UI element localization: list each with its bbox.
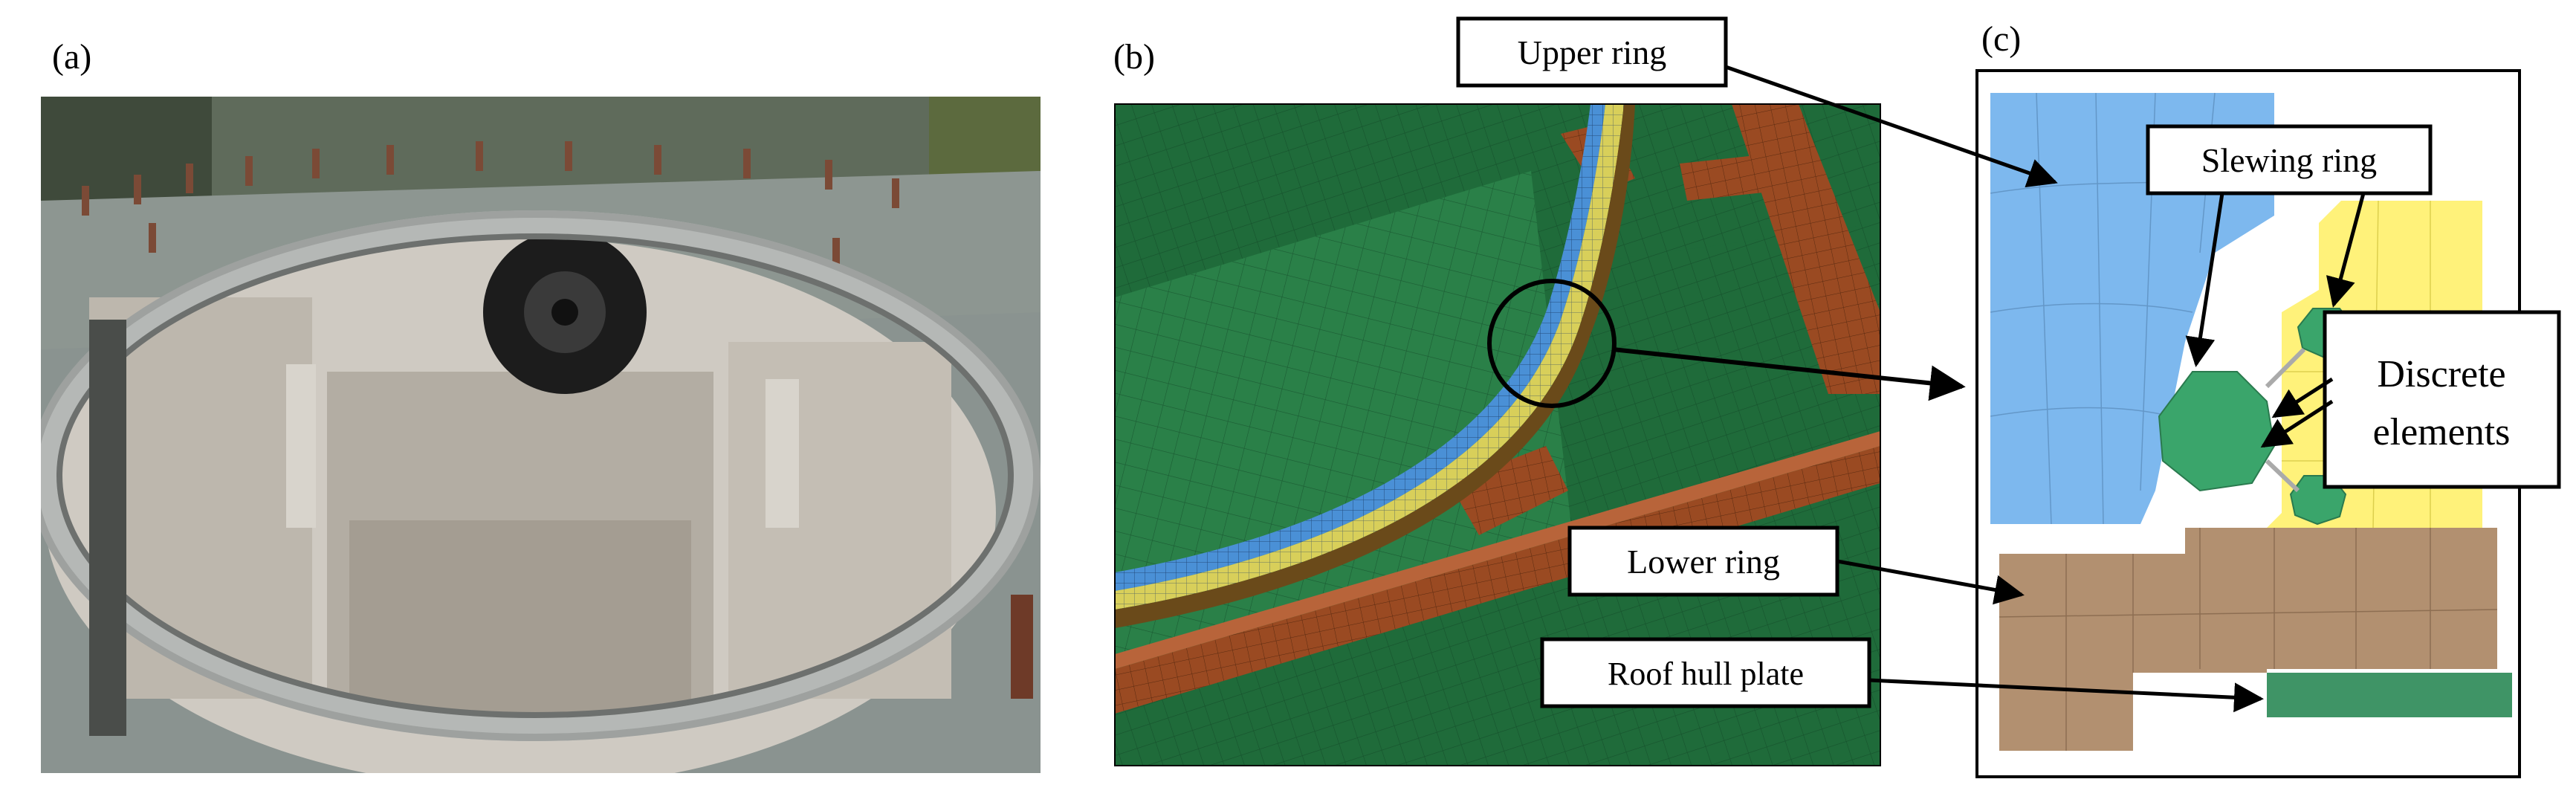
lower-ring-section: [1999, 528, 2497, 751]
upper-ring-label-box: [1456, 16, 1728, 88]
zoom-circle: [1487, 279, 1617, 408]
discrete-elements-label-line2: elements: [2373, 411, 2511, 453]
panel-label-b: (b): [1113, 37, 1155, 77]
discrete-element-large: [2158, 371, 2276, 492]
roof-hull-plate-arrow: [1868, 678, 2264, 713]
discrete-elements-label-box: [2323, 310, 2561, 489]
roof-hull-plate-section: [2267, 673, 2512, 717]
slewing-ring-arrow-2: [2326, 193, 2366, 308]
lower-ring-label-box: [1567, 526, 1839, 597]
discrete-elements-arrow-1: [2271, 377, 2334, 418]
photo-turret-ring: [41, 97, 1041, 773]
discrete-elements-label-line1: Discrete: [2377, 353, 2505, 395]
upper-ring-label: Upper ring: [1518, 33, 1667, 71]
panel-label-c: (c): [1981, 19, 2021, 59]
slewing-ring-label-box: [2146, 124, 2433, 195]
roof-hull-plate-label-box: [1540, 637, 1871, 708]
panel-label-a: (a): [52, 37, 91, 77]
lower-ring-label: Lower ring: [1627, 543, 1780, 581]
slewing-ring-arrow-1: [2185, 193, 2224, 367]
zoom-arrow: [1612, 347, 1966, 401]
upper-ring-arrow: [1725, 65, 2058, 187]
roof-hull-plate-label: Roof hull plate: [1608, 656, 1804, 692]
lower-ring-arrow: [1836, 559, 2025, 605]
slewing-ring-label: Slewing ring: [2201, 141, 2377, 179]
panel-b-frame: [1114, 103, 1881, 766]
discrete-elements-arrow-2: [2260, 399, 2334, 448]
upper-ring-section: [1990, 93, 2274, 524]
